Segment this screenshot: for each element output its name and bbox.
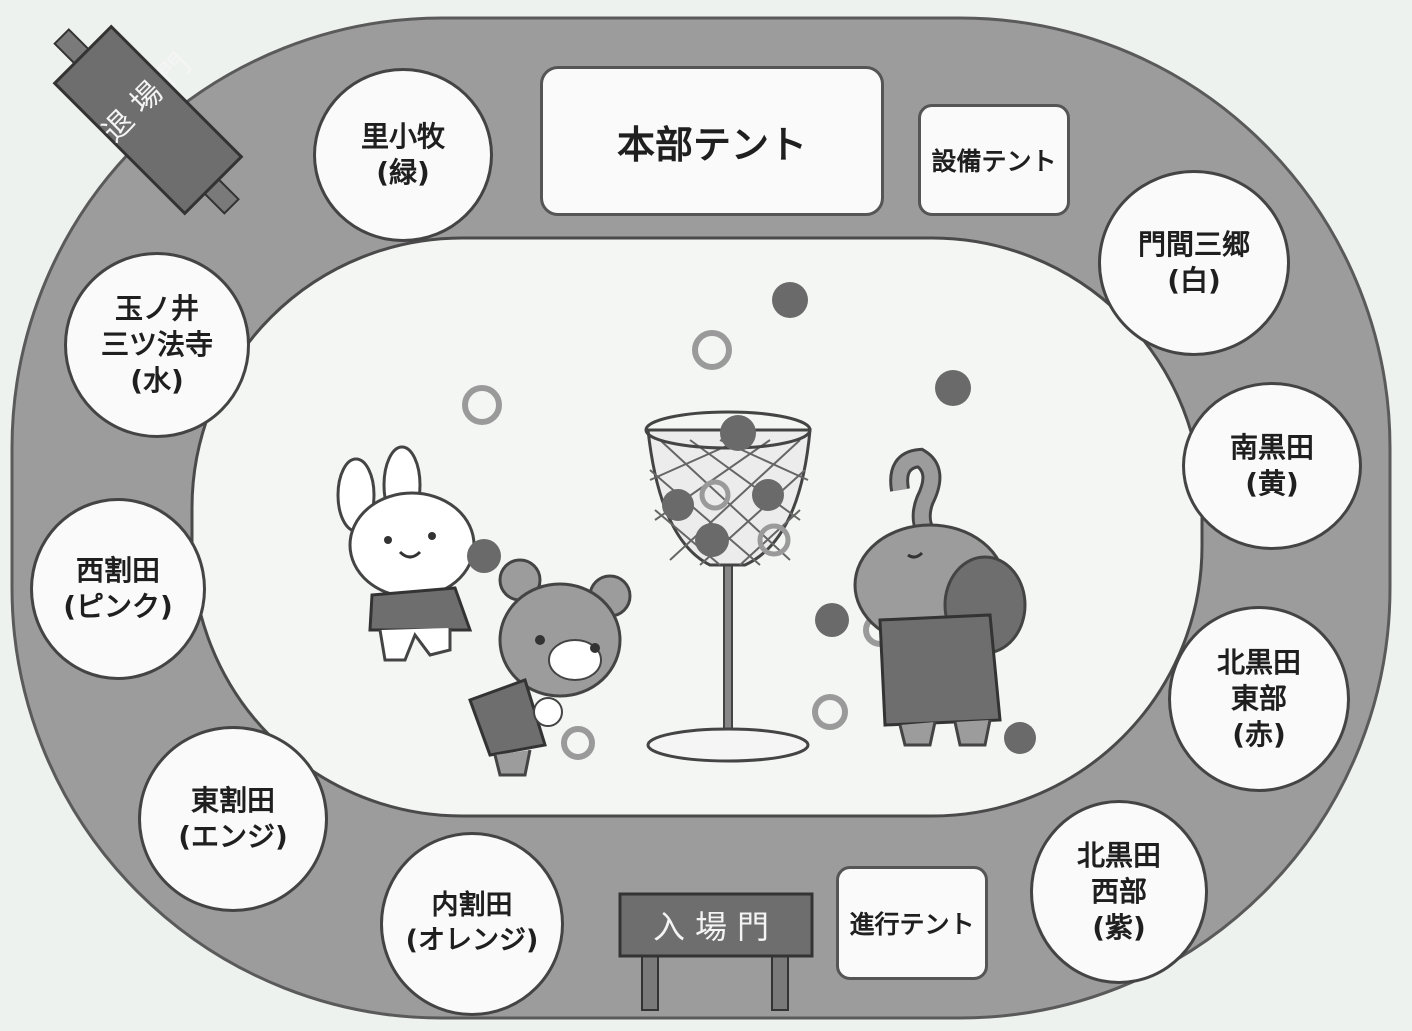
team-area-line: 東部: [1230, 682, 1287, 716]
team-area-line: (エンジ): [178, 820, 288, 853]
team-area-line: 里小牧: [360, 120, 445, 154]
team-area-line: 北黒田: [1216, 646, 1301, 680]
team-area-line: (白): [1167, 264, 1221, 297]
team-area-line: (赤): [1232, 717, 1286, 751]
team-area-line: 南黒田: [1229, 431, 1314, 465]
entrance-gate-label: 入場門: [652, 908, 779, 946]
team-area-monma-sango: 門間三郷 (白): [1098, 170, 1290, 356]
headquarters-tent: 本部テント: [540, 66, 884, 216]
elephant-illustration: [815, 447, 1027, 747]
exit-gate-sign: [52, 24, 244, 216]
team-area-uchiwarita: 内割田 (オレンジ): [380, 832, 564, 1016]
rabbit-illustration: [336, 445, 501, 662]
team-area-line: (紫): [1092, 910, 1146, 944]
team-area-line: 玉ノ井: [114, 292, 199, 326]
team-area-line: (ピンク): [63, 590, 173, 623]
ball-toss-illustration: [336, 282, 1036, 777]
team-area-line: 北黒田: [1076, 839, 1161, 873]
team-area-line: 内割田: [431, 890, 513, 922]
team-area-line: 三ツ法寺: [100, 328, 213, 362]
equipment-tent-label: 設備テント: [931, 147, 1057, 176]
team-area-line: 東割田: [190, 784, 275, 818]
equipment-tent: 設備テント: [918, 104, 1070, 216]
team-area-line: 西割田: [75, 554, 160, 588]
team-area-line: (黄): [1245, 467, 1299, 500]
bear-illustration: [468, 558, 632, 777]
team-area-line: 西部: [1090, 875, 1147, 909]
team-area-higashiwarita: 東割田 (エンジ): [138, 726, 328, 912]
headquarters-tent-label: 本部テント: [616, 122, 807, 167]
team-area-line: (緑): [376, 156, 430, 189]
team-area-tamanoi-mitsuhoji: 玉ノ井 三ツ法寺 (水): [64, 252, 250, 438]
team-area-line: 門間三郷: [1137, 228, 1250, 262]
team-area-kita-kuroda-seibu: 北黒田 西部 (紫): [1030, 800, 1208, 984]
team-area-nishiwarita: 西割田 (ピンク): [30, 498, 206, 680]
entrance-gate-sign: [618, 892, 814, 1011]
team-area-line: (水): [130, 363, 184, 397]
progress-tent-label: 進行テント: [849, 910, 975, 939]
team-area-satokomaki: 里小牧 (緑): [313, 68, 493, 242]
team-area-minami-kuroda: 南黒田 (黄): [1182, 382, 1362, 550]
team-area-line: (オレンジ): [405, 925, 539, 956]
team-area-kita-kuroda-tobu: 北黒田 東部 (赤): [1168, 606, 1350, 792]
progress-tent: 進行テント: [836, 866, 988, 980]
